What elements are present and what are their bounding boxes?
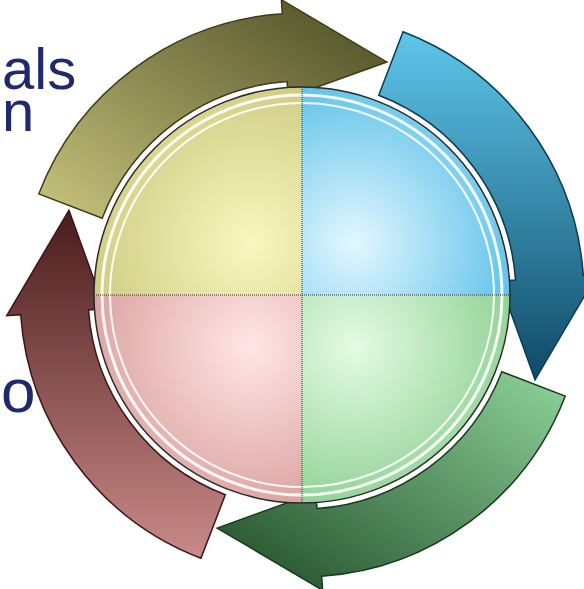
heading-fragment: n — [2, 82, 34, 140]
quadrant — [94, 87, 302, 295]
disc-outline — [94, 87, 510, 503]
quadrant — [302, 87, 510, 295]
quadrant — [94, 295, 302, 503]
divider — [94, 295, 510, 296]
quadrant — [302, 295, 510, 503]
heading-fragment: o — [1, 360, 35, 422]
